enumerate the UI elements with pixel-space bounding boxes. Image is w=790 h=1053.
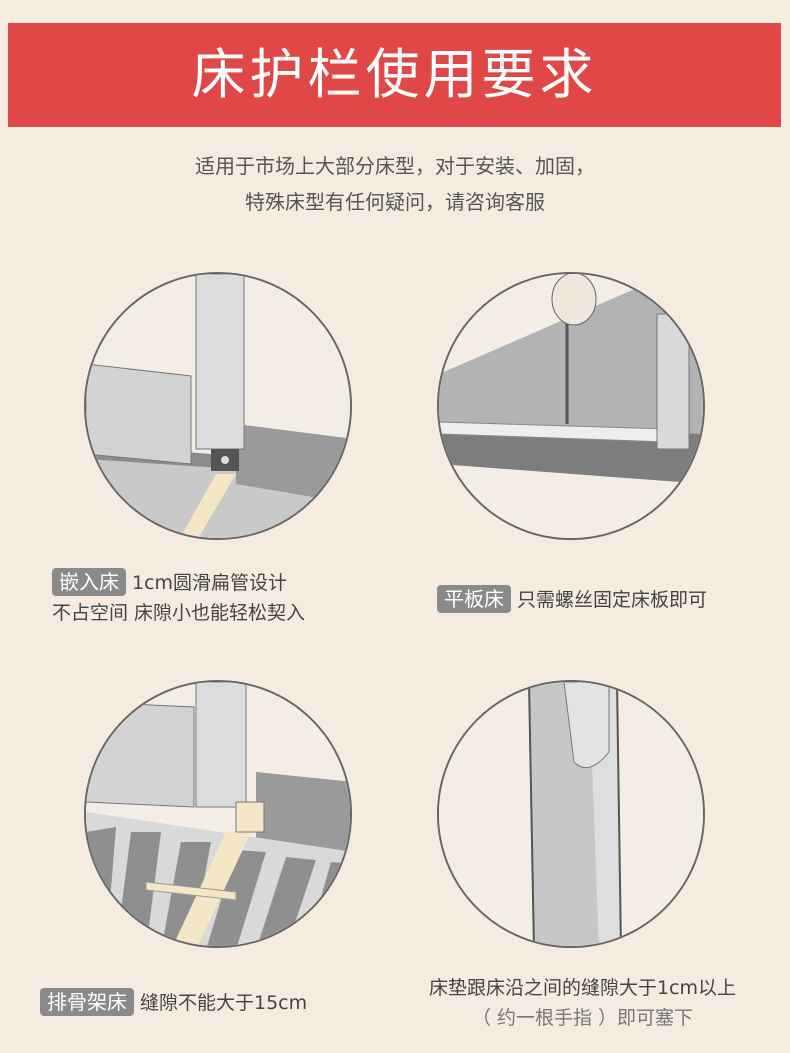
flat-bed-caption: 平板床只需螺丝固定床板即可: [437, 585, 707, 615]
embedded-bed-caption: 嵌入床 1cm圆滑扁管设计 不占空间 床隙小也能轻松契入: [52, 568, 305, 628]
embedded-bed-line2: 不占空间 床隙小也能轻松契入: [52, 602, 306, 624]
flat-bed-drawing: [439, 274, 703, 538]
mattress-gap-illustration: [437, 680, 705, 948]
embedded-bed-illustration: [84, 272, 352, 540]
mattress-gap-caption: 床垫跟床沿之间的缝隙大于1cm以上 （ 约一根手指 ）即可塞下: [395, 973, 770, 1033]
flat-bed-line1: 只需螺丝固定床板即可: [517, 589, 708, 611]
embedded-bed-drawing: [86, 274, 350, 538]
embedded-bed-line1: 1cm圆滑扁管设计: [132, 572, 288, 594]
mattress-gap-line1: 床垫跟床沿之间的缝隙大于1cm以上: [428, 977, 737, 999]
flat-bed-illustration: [437, 272, 705, 540]
slatted-bed-illustration: [84, 680, 352, 948]
intro-line-1: 适用于市场上大部分床型，对于安装、加固，: [195, 154, 595, 178]
flat-bed-tag: 平板床: [437, 585, 511, 613]
slatted-bed-tag: 排骨架床: [40, 988, 134, 1016]
embedded-bed-tag: 嵌入床: [52, 568, 126, 596]
page-title: 床护栏使用要求: [191, 43, 598, 106]
slatted-bed-caption: 排骨架床缝隙不能大于15cm: [40, 988, 307, 1018]
mattress-gap-line2: （ 约一根手指 ）即可塞下: [471, 1007, 694, 1029]
slatted-bed-drawing: [86, 682, 350, 946]
title-banner: 床护栏使用要求: [8, 23, 781, 127]
slatted-bed-line1: 缝隙不能大于15cm: [140, 992, 308, 1014]
intro-line-2: 特殊床型有任何疑问，请咨询客服: [245, 190, 545, 214]
mattress-gap-drawing: [439, 682, 703, 946]
